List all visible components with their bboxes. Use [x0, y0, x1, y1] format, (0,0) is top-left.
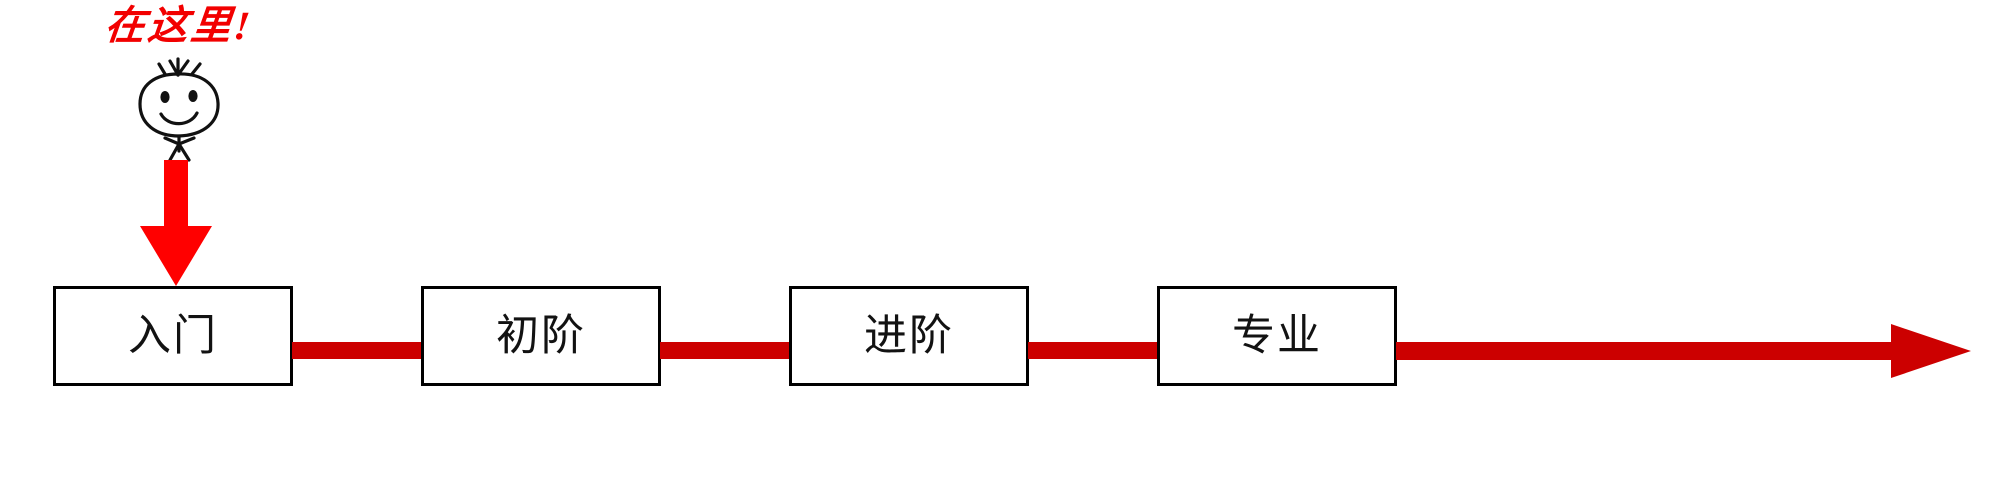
stage-label: 进阶 — [864, 311, 954, 360]
stage-box-professional[interactable]: 专业 — [1157, 286, 1397, 386]
stage-box-elementary[interactable]: 初阶 — [421, 286, 661, 386]
connector-2 — [660, 342, 791, 359]
arrow-right-icon — [1396, 324, 1971, 378]
arrow-down-icon — [138, 160, 214, 288]
stage-label: 初阶 — [496, 311, 586, 360]
annotation-label: 在这里! — [102, 3, 255, 48]
stick-figure-doodle — [118, 52, 238, 162]
stage-box-advanced[interactable]: 进阶 — [789, 286, 1029, 386]
stage-label: 专业 — [1232, 311, 1322, 360]
stage-flow: 入门 初阶 进阶 专业 — [0, 286, 2011, 420]
connector-1 — [292, 342, 423, 359]
stage-box-entry[interactable]: 入门 — [53, 286, 293, 386]
connector-3 — [1028, 342, 1159, 359]
stage-label: 入门 — [128, 311, 218, 360]
